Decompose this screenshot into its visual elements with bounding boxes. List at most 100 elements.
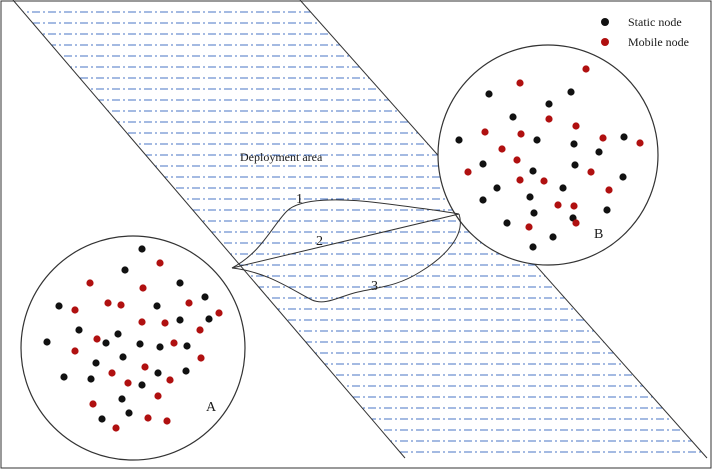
region-b-label: B — [594, 227, 603, 242]
static-node-dot — [121, 266, 129, 274]
route-2-label: 2 — [316, 234, 323, 249]
route-2 — [231, 213, 460, 269]
static-node-dot — [567, 88, 575, 96]
static-node-dot — [570, 140, 578, 148]
static-node-dot — [60, 373, 68, 381]
mobile-node-dot — [163, 417, 171, 425]
route-1-label: 1 — [296, 192, 303, 207]
mobile-node-dot — [464, 168, 472, 176]
mobile-node-dot — [605, 186, 613, 194]
static-node-dot — [102, 339, 110, 347]
mobile-node-dot — [572, 219, 580, 227]
static-node-dot — [620, 133, 628, 141]
static-node-dot — [92, 359, 100, 367]
legend-mobile-label: Mobile node — [628, 35, 689, 49]
static-node-dot — [87, 375, 95, 383]
mobile-node-dot — [71, 347, 79, 355]
mobile-node-dot — [525, 223, 533, 231]
static-node-dot — [176, 279, 184, 287]
mobile-node-dot — [540, 177, 548, 185]
mobile-node-dot — [166, 376, 174, 384]
region-a-nodes — [43, 245, 223, 432]
static-node-dot — [156, 343, 164, 351]
static-node-dot — [503, 219, 511, 227]
mobile-node-dot — [138, 318, 146, 326]
mobile-node-dot — [139, 284, 147, 292]
static-node-dot — [138, 381, 146, 389]
static-node-dot — [136, 340, 144, 348]
mobile-node-dot — [117, 301, 125, 309]
mobile-node-dot — [141, 363, 149, 371]
mobile-node-dot — [124, 379, 132, 387]
mobile-node-dot — [599, 134, 607, 142]
static-node-dot — [119, 353, 127, 361]
static-node-dot — [526, 193, 534, 201]
route-3 — [231, 213, 461, 303]
mobile-node-dot — [513, 156, 521, 164]
mobile-node-dot — [112, 424, 120, 432]
region-b-nodes — [455, 65, 644, 251]
mobile-node-dot — [636, 139, 644, 147]
static-node-dot — [205, 315, 213, 323]
static-node-dot — [153, 302, 161, 310]
static-node-dot — [485, 90, 493, 98]
region-a-circle — [20, 235, 246, 461]
mobile-node-dot — [86, 279, 94, 287]
static-node-dot — [182, 367, 190, 375]
static-node-dot — [479, 196, 487, 204]
mobile-node-dot — [197, 354, 205, 362]
static-node-dot — [549, 233, 557, 241]
route-3-label: 3 — [371, 279, 378, 294]
static-node-dot — [98, 415, 106, 423]
static-node-dot — [530, 209, 538, 217]
static-node-dot — [479, 160, 487, 168]
mobile-node-dot — [215, 309, 223, 317]
mobile-node-dot — [516, 176, 524, 184]
mobile-node-dot — [517, 130, 525, 138]
static-node-dot — [43, 338, 51, 346]
static-node-dot — [571, 161, 579, 169]
mobile-node-dot — [93, 335, 101, 343]
static-node-dot — [125, 409, 133, 417]
static-node-dot — [595, 148, 603, 156]
legend-mobile-dot — [601, 38, 609, 46]
mobile-node-dot — [481, 128, 489, 136]
region-b-circle — [437, 44, 659, 266]
mobile-node-dot — [161, 319, 169, 327]
region-a-label: A — [206, 400, 217, 415]
static-node-dot — [154, 369, 162, 377]
static-node-dot — [138, 245, 146, 253]
static-node-dot — [75, 326, 83, 334]
mobile-node-dot — [545, 115, 553, 123]
static-node-dot — [529, 167, 537, 175]
mobile-node-dot — [498, 145, 506, 153]
static-node-dot — [455, 136, 463, 144]
static-node-dot — [603, 206, 611, 214]
static-node-dot — [493, 184, 501, 192]
static-node-dot — [176, 316, 184, 324]
mobile-node-dot — [582, 65, 590, 73]
legend: Static node Mobile node — [601, 15, 689, 49]
mobile-node-dot — [144, 414, 152, 422]
static-node-dot — [559, 184, 567, 192]
mobile-node-dot — [89, 400, 97, 408]
mobile-node-dot — [104, 299, 112, 307]
mobile-node-dot — [185, 299, 193, 307]
mobile-node-dot — [572, 122, 580, 130]
static-node-dot — [183, 342, 191, 350]
static-node-dot — [114, 330, 122, 338]
static-node-dot — [619, 173, 627, 181]
legend-static-dot — [601, 18, 609, 26]
static-node-dot — [201, 293, 209, 301]
static-node-dot — [118, 395, 126, 403]
mobile-node-dot — [156, 259, 164, 267]
legend-static-label: Static node — [628, 15, 682, 29]
static-node-dot — [509, 113, 517, 121]
mobile-node-dot — [108, 369, 116, 377]
static-node-dot — [55, 302, 63, 310]
static-node-dot — [533, 136, 541, 144]
mobile-node-dot — [196, 326, 204, 334]
